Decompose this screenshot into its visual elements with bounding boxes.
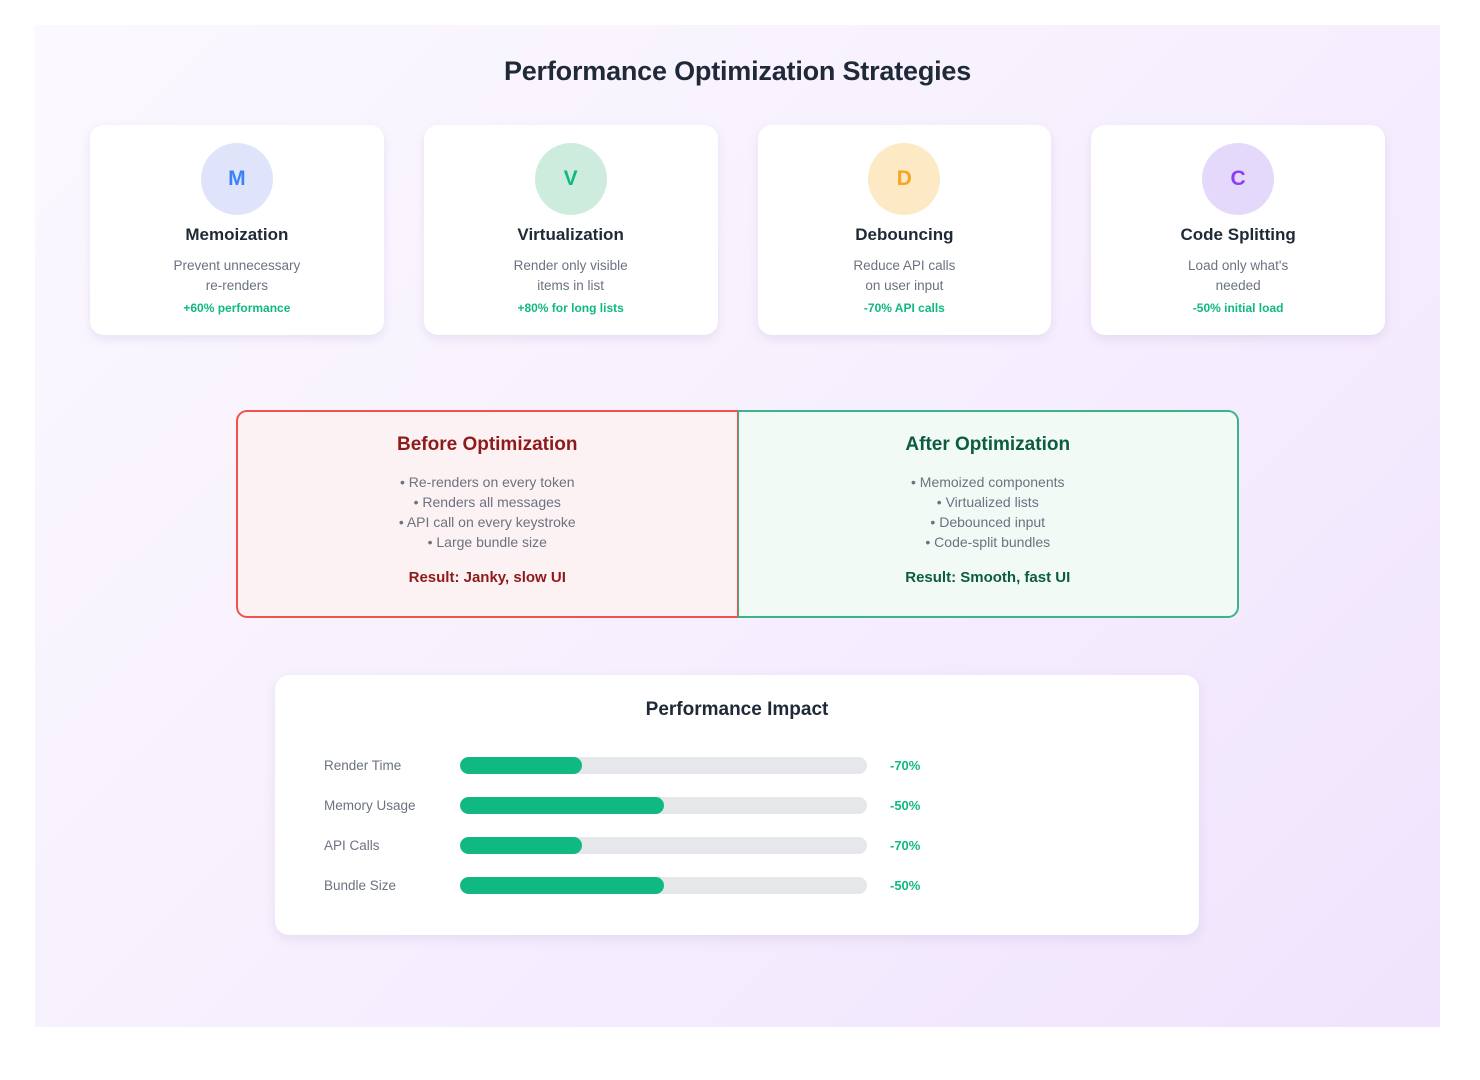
comparison-row: Before Optimization • Re-renders on ever… bbox=[35, 410, 1440, 618]
strategy-card-code-splitting[interactable]: C Code Splitting Load only what's needed… bbox=[1091, 125, 1385, 335]
impact-value: -70% bbox=[890, 757, 921, 773]
strategy-description-line-2: items in list bbox=[537, 278, 604, 293]
strategy-title: Memoization bbox=[185, 225, 289, 244]
list-item: • Memoized components bbox=[910, 474, 1065, 490]
list-item: • Code-split bundles bbox=[925, 534, 1051, 550]
badge-letter: M bbox=[228, 167, 246, 190]
before-panel-list: • Re-renders on every token • Renders al… bbox=[258, 472, 717, 552]
impact-label: Memory Usage bbox=[324, 797, 416, 813]
before-panel-result: Result: Janky, slow UI bbox=[408, 569, 566, 586]
strategy-title: Code Splitting bbox=[1180, 225, 1296, 244]
impact-progress-track bbox=[460, 796, 867, 814]
list-item: • Debounced input bbox=[930, 514, 1046, 530]
strategy-description: Reduce API calls on user input bbox=[819, 256, 989, 296]
performance-impact-title: Performance Impact bbox=[645, 699, 829, 720]
strategy-description: Render only visible items in list bbox=[486, 256, 656, 296]
list-item: • Large bundle size bbox=[427, 534, 547, 550]
debouncing-initial-badge: D bbox=[868, 143, 941, 215]
after-panel-heading: After Optimization bbox=[905, 434, 1071, 455]
impact-progress-track bbox=[460, 836, 867, 854]
strategy-description-line-2: needed bbox=[1215, 278, 1261, 293]
impact-row-memory-usage: Memory Usage -50% bbox=[305, 785, 1169, 825]
impact-label: API Calls bbox=[324, 837, 380, 853]
impact-row-render-time: Render Time -70% bbox=[305, 745, 1169, 785]
impact-progress-fill bbox=[460, 876, 664, 894]
strategy-description-line-1: Render only visible bbox=[513, 258, 628, 273]
impact-row-bundle-size: Bundle Size -50% bbox=[305, 865, 1169, 905]
badge-letter: V bbox=[563, 167, 578, 190]
impact-label: Bundle Size bbox=[324, 877, 397, 893]
page-canvas: Performance Optimization Strategies M Me… bbox=[35, 25, 1440, 1027]
strategy-card-debouncing[interactable]: D Debouncing Reduce API calls on user in… bbox=[757, 125, 1052, 335]
strategy-title: Virtualization bbox=[517, 225, 624, 244]
list-item: • Re-renders on every token bbox=[399, 474, 575, 490]
virtualization-initial-badge: V bbox=[534, 143, 607, 215]
strategy-card-virtualization[interactable]: V Virtualization Render only visible ite… bbox=[423, 125, 718, 335]
performance-impact-card: Performance Impact Render Time -70% Memo… bbox=[275, 675, 1199, 935]
after-panel-result: Result: Smooth, fast UI bbox=[905, 569, 1071, 586]
strategy-description-line-1: Load only what's bbox=[1188, 258, 1289, 273]
strategy-card-memoization[interactable]: M Memoization Prevent unnecessary re-ren… bbox=[90, 125, 384, 335]
strategy-title: Debouncing bbox=[855, 225, 954, 244]
list-item: • API call on every keystroke bbox=[398, 514, 576, 530]
impact-progress-fill bbox=[460, 756, 583, 774]
strategy-description-line-2: re-renders bbox=[205, 278, 269, 293]
badge-letter: D bbox=[896, 167, 912, 190]
impact-value: -70% bbox=[890, 837, 921, 853]
strategy-metric: +60% performance bbox=[183, 301, 291, 315]
impact-row-api-calls: API Calls -70% bbox=[305, 825, 1169, 865]
strategy-description-line-2: on user input bbox=[865, 278, 944, 293]
strategy-description: Prevent unnecessary re-renders bbox=[152, 256, 322, 296]
before-optimization-panel: Before Optimization • Re-renders on ever… bbox=[236, 410, 738, 618]
code-splitting-initial-badge: C bbox=[1202, 143, 1275, 215]
strategy-metric: -50% initial load bbox=[1192, 301, 1284, 315]
strategy-description-line-1: Prevent unnecessary bbox=[173, 258, 301, 273]
impact-progress-track bbox=[460, 876, 867, 894]
impact-label: Render Time bbox=[324, 757, 402, 773]
strategy-description: Load only what's needed bbox=[1153, 256, 1323, 296]
list-item: • Renders all messages bbox=[413, 494, 561, 510]
impact-progress-fill bbox=[460, 836, 583, 854]
after-optimization-panel: After Optimization • Memoized components… bbox=[737, 410, 1239, 618]
impact-value: -50% bbox=[890, 797, 921, 813]
memoization-initial-badge: M bbox=[200, 143, 273, 215]
impact-progress-track bbox=[460, 756, 867, 774]
list-item: • Virtualized lists bbox=[936, 494, 1039, 510]
impact-progress-fill bbox=[460, 796, 664, 814]
strategy-metric: -70% API calls bbox=[863, 301, 945, 315]
badge-letter: C bbox=[1230, 167, 1246, 190]
strategy-metric: +80% for long lists bbox=[517, 301, 624, 315]
after-panel-list: • Memoized components • Virtualized list… bbox=[759, 472, 1218, 552]
strategy-description-line-1: Reduce API calls bbox=[853, 258, 956, 273]
page-title: Performance Optimization Strategies bbox=[503, 56, 972, 86]
before-panel-heading: Before Optimization bbox=[396, 434, 578, 455]
impact-value: -50% bbox=[890, 877, 921, 893]
strategy-card-row: M Memoization Prevent unnecessary re-ren… bbox=[35, 125, 1440, 335]
